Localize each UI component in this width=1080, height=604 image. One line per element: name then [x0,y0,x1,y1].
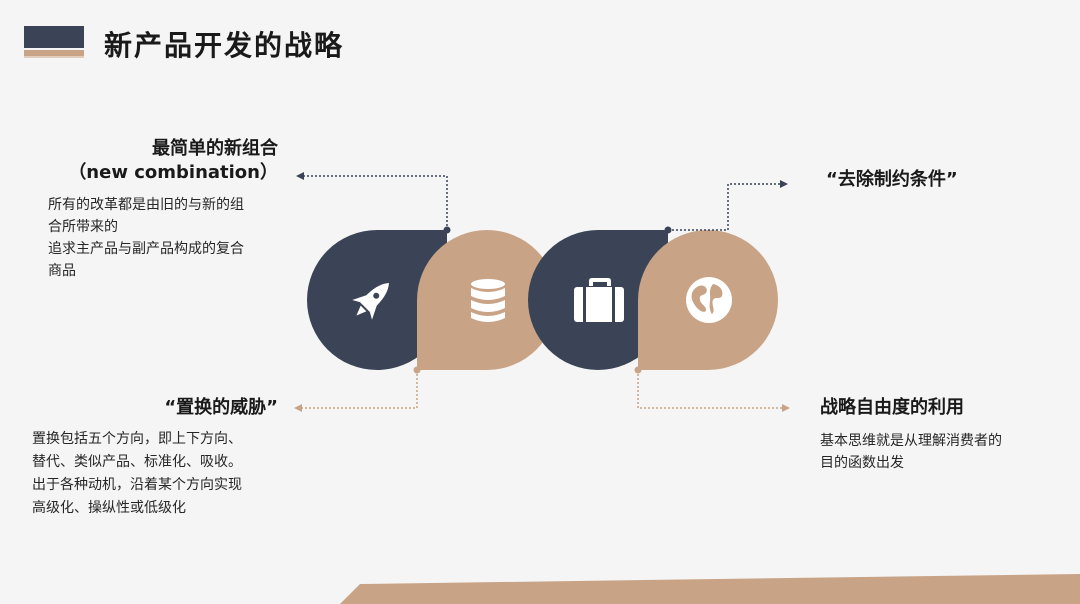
connector-top-left [304,175,448,230]
connector-dot [634,366,642,374]
text-strategic-freedom: 基本思维就是从理解消费者的 目的函数出发 [820,430,1050,474]
text-line: 基本思维就是从理解消费者的 [820,433,1002,449]
heading-new-combination-en: （new combination） [68,162,278,183]
arrow-head-left [296,172,304,180]
arrow-head-right [780,180,788,188]
database-icon [471,279,505,322]
text-line: 商品 [48,263,76,279]
heading-strategic-freedom: 战略自由度的利用 [820,397,964,418]
arrow-head-left [294,404,302,412]
text-line: 合所带来的 [48,219,118,235]
text-line: 目的函数出发 [820,455,904,471]
briefcase-icon [574,278,624,322]
text-line: 高级化、操纵性或低级化 [32,500,186,516]
page-title: 新产品开发的战略 [104,29,345,62]
text-substitution-threat: 置换包括五个方向，即上下方向、 替代、类似产品、标准化、吸收。 出于各种动机，沿… [32,428,292,520]
text-line: 追求主产品与副产品构成的复合 [48,241,244,257]
text-line: 替代、类似产品、标准化、吸收。 [32,454,242,470]
title-accent-bar [24,26,84,60]
text-line: 出于各种动机，沿着某个方向实现 [32,477,242,493]
connector-dot [443,226,451,234]
text-line: 置换包括五个方向，即上下方向、 [32,431,242,447]
heading-remove-constraints: “去除制约条件” [826,169,958,190]
accent-bar-tan-light [24,56,84,58]
text-new-combination: 所有的改革都是由旧的与新的组 合所带来的 追求主产品与副产品构成的复合 商品 [48,194,288,282]
connector-dot [664,226,672,234]
connector-bottom-left [302,370,418,409]
connector-top-right [668,183,780,231]
text-line: 所有的改革都是由旧的与新的组 [48,197,244,213]
accent-bar-tan [24,50,84,56]
shape-database [417,230,557,370]
block-new-combination: 最简单的新组合 （new combination） [60,137,278,185]
rocket-icon [352,283,389,320]
connector-bottom-right [637,370,782,409]
bottom-band [340,574,1080,604]
arrow-head-right [782,404,790,412]
globe-icon [686,277,732,323]
heading-new-combination: 最简单的新组合 [152,138,278,159]
heading-substitution-threat: “置换的威胁” [164,397,278,418]
accent-bar-dark [24,26,84,48]
connector-dot [413,366,421,374]
